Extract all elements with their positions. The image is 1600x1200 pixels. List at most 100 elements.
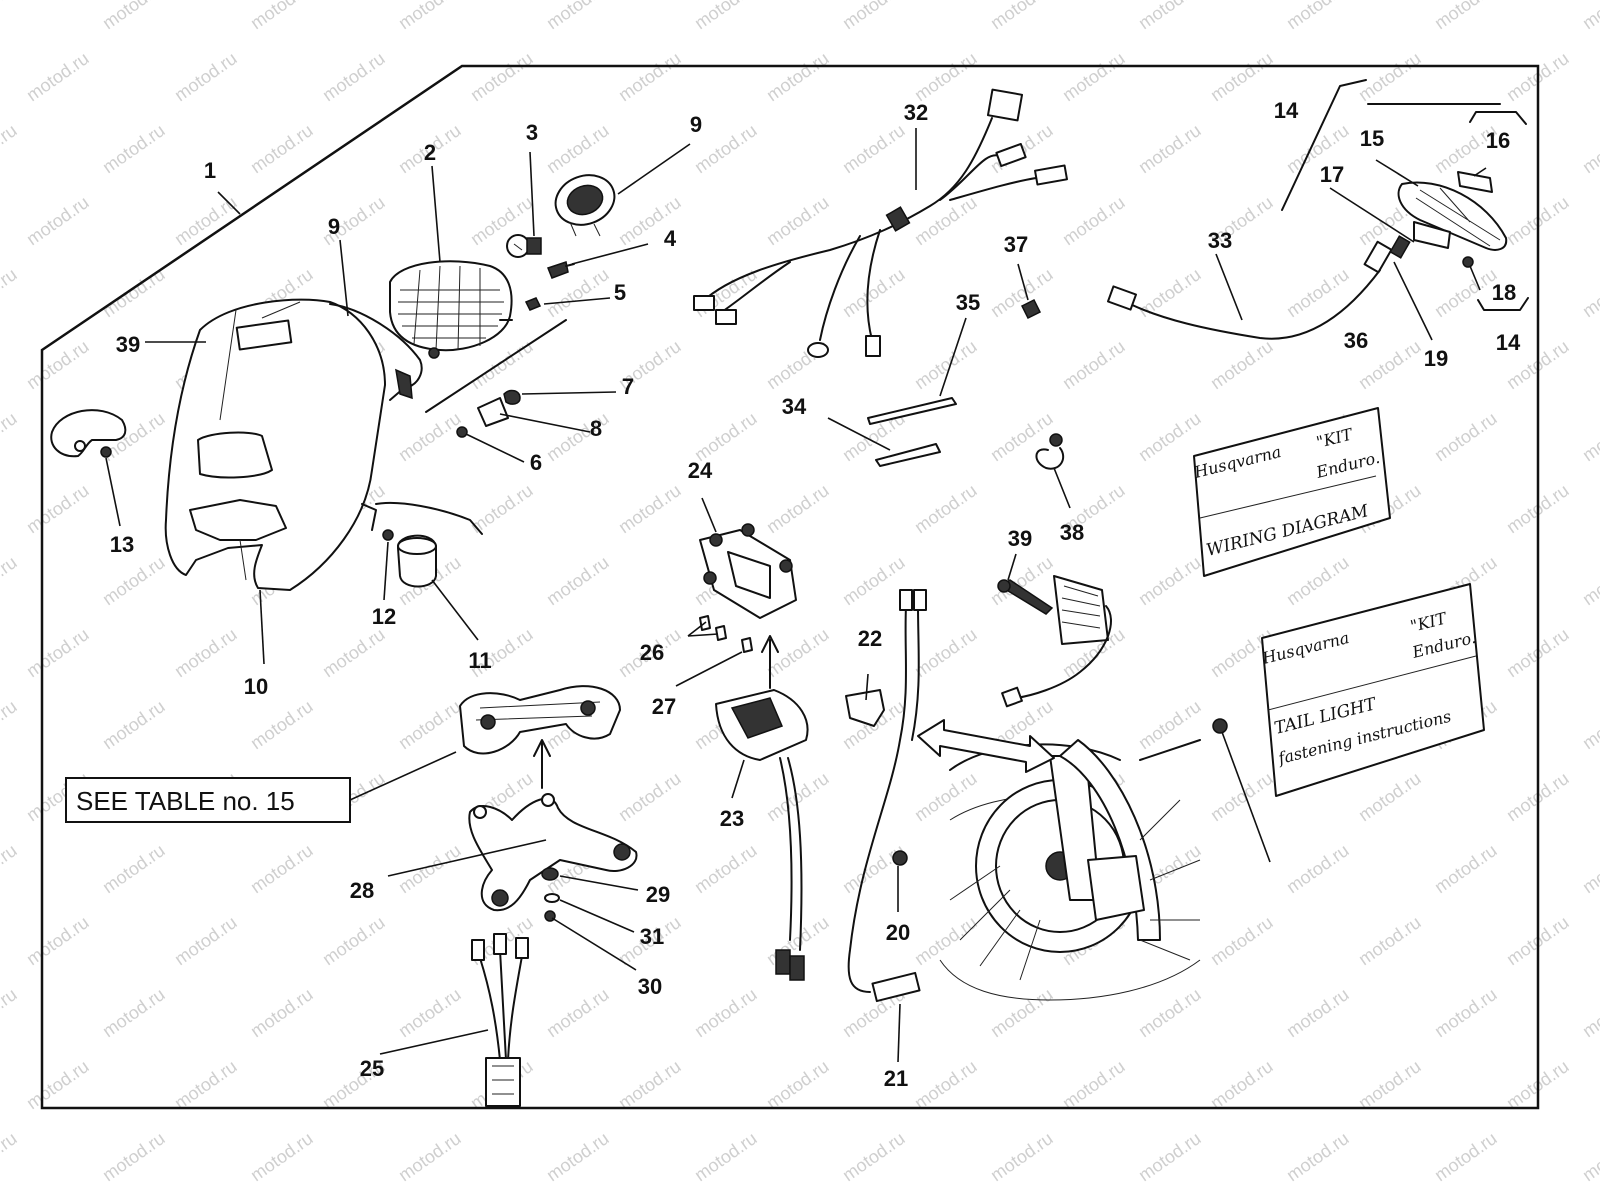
callout-31: 31 (640, 924, 664, 949)
callout-19: 19 (1424, 346, 1448, 371)
wiring-diagram-card: Husqvarna "KIT Enduro. WIRING DIAGRAM (1191, 407, 1391, 577)
watermark-text: motod.ru (1135, 264, 1205, 321)
callout-32: 32 (904, 100, 928, 125)
watermark-text: motod.ru (0, 696, 20, 753)
callout-28: 28 (350, 878, 374, 903)
watermark-text: motod.ru (171, 912, 241, 969)
watermark-text: motod.ru (911, 1056, 981, 1113)
watermark-text: motod.ru (23, 336, 93, 393)
watermark-text: motod.ru (1207, 912, 1277, 969)
watermark-text: motod.ru (99, 0, 169, 33)
table-reference: SEE TABLE no. 15 (65, 751, 457, 823)
watermark-text: motod.ru (99, 1128, 169, 1185)
callout-15: 15 (1360, 126, 1384, 151)
screw (892, 850, 908, 866)
watermark-text: motod.ru (395, 408, 465, 465)
callout-33: 33 (1208, 228, 1232, 253)
connector-plug (471, 933, 529, 1107)
callout-34: 34 (782, 394, 807, 419)
watermark-text: motod.ru (1579, 984, 1600, 1041)
watermark-text: motod.ru (319, 48, 389, 105)
watermark-text: motod.ru (1135, 0, 1205, 33)
watermark-text: motod.ru (763, 192, 833, 249)
watermark-text: motod.ru (1579, 120, 1600, 177)
callout-35: 35 (956, 290, 980, 315)
watermark-text: motod.ru (543, 984, 613, 1041)
watermark-text: motod.ru (839, 0, 909, 33)
callout-30: 30 (638, 974, 662, 999)
watermark-text: motod.ru (1355, 1056, 1425, 1113)
callout-18: 18 (1492, 280, 1516, 305)
headlight-bracket (425, 319, 567, 438)
callout-39: 39 (116, 332, 140, 357)
watermark-text: motod.ru (0, 264, 20, 321)
watermark-text: motod.ru (0, 408, 20, 465)
watermark-text: motod.ru (1135, 984, 1205, 1041)
watermark-text: motod.ru (99, 840, 169, 897)
callout-17: 17 (1320, 162, 1344, 187)
watermark-text: motod.ru (99, 696, 169, 753)
watermark-text: motod.ru (691, 1128, 761, 1185)
dashboard-mount (699, 523, 797, 653)
callout-24: 24 (688, 458, 713, 483)
watermark-text: motod.ru (395, 696, 465, 753)
watermark-text: motod.ru (247, 696, 317, 753)
watermark-text: motod.ru (1579, 264, 1600, 321)
watermark-text: motod.ru (1431, 984, 1501, 1041)
watermark-text: motod.ru (615, 1056, 685, 1113)
watermark-text: motod.ru (1059, 1056, 1129, 1113)
watermark-text: motod.ru (395, 984, 465, 1041)
watermark-text: motod.ru (247, 840, 317, 897)
watermark-text: motod.ru (911, 192, 981, 249)
watermark-text: motod.ru (543, 1128, 613, 1185)
handlebar-bracket (459, 685, 621, 755)
callout-7: 7 (622, 374, 634, 399)
watermark-text: motod.ru (395, 840, 465, 897)
watermark-text: motod.ru (1283, 0, 1353, 33)
tail-light-cable (1106, 235, 1411, 340)
assembly-arrow (761, 635, 779, 689)
installation-arrow (917, 719, 1055, 773)
watermark-text: motod.ru (691, 984, 761, 1041)
main-wiring-harness (693, 88, 1068, 358)
watermark-text: motod.ru (0, 552, 20, 609)
callout-8: 8 (590, 416, 602, 441)
callout-6: 6 (530, 450, 542, 475)
watermark-text: motod.ru (1059, 48, 1129, 105)
watermark-text: motod.ru (911, 480, 981, 537)
watermark-text: motod.ru (911, 48, 981, 105)
watermark-text: motod.ru (1355, 768, 1425, 825)
watermark-text: motod.ru (171, 624, 241, 681)
watermark-text: motod.ru (763, 48, 833, 105)
callout-14: 14 (1274, 98, 1299, 123)
watermark-text: motod.ru (23, 48, 93, 105)
wire-clip (1020, 298, 1042, 320)
watermark-text: motod.ru (319, 912, 389, 969)
watermark-text: motod.ru (1283, 840, 1353, 897)
watermark-text: motod.ru (1579, 696, 1600, 753)
headlight-unit (389, 260, 513, 359)
watermark-text: motod.ru (911, 768, 981, 825)
callout-3: 3 (526, 120, 538, 145)
watermark-text: motod.ru (23, 912, 93, 969)
watermark-text: motod.ru (1579, 0, 1600, 33)
watermark-text: motod.ru (1207, 48, 1277, 105)
watermark-text: motod.ru (1207, 1056, 1277, 1113)
watermark-text: motod.ru (1135, 552, 1205, 609)
watermark-text: motod.ru (0, 120, 20, 177)
watermark-text: motod.ru (615, 48, 685, 105)
watermark-text: motod.ru (1135, 120, 1205, 177)
watermark-text: motod.ru (839, 552, 909, 609)
watermark-text: motod.ru (615, 768, 685, 825)
callout-11: 11 (468, 648, 491, 673)
watermark-text: motod.ru (1579, 408, 1600, 465)
watermark-text: motod.ru (23, 624, 93, 681)
assembly-arrow (533, 739, 551, 789)
watermark-text: motod.ru (467, 48, 537, 105)
watermark-text: motod.ru (911, 624, 981, 681)
watermark-text: motod.ru (1579, 1128, 1600, 1185)
callout-10: 10 (244, 674, 268, 699)
watermark-text: motod.ru (23, 480, 93, 537)
